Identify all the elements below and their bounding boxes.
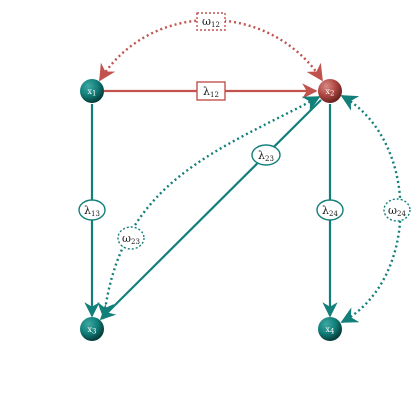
edge-x2-x3 [99, 99, 322, 321]
svg-text:x1: x1 [88, 87, 97, 98]
label-lambda12: λ12 [196, 81, 226, 101]
label-lambda13: λ13 [78, 199, 106, 221]
label-omega24: ω24 [383, 198, 411, 222]
node-x2: x2 [318, 79, 342, 103]
node-x1: x1 [80, 79, 104, 103]
node-x4: x4 [318, 317, 342, 341]
svg-text:λ24: λ24 [322, 204, 338, 218]
label-lambda23: λ23 [251, 144, 281, 166]
svg-text:λ12: λ12 [203, 85, 219, 99]
node-x3: x3 [80, 317, 104, 341]
svg-text:ω24: ω24 [388, 204, 406, 218]
svg-text:ω23: ω23 [122, 232, 140, 246]
svg-text:ω12: ω12 [202, 15, 220, 29]
svg-text:λ23: λ23 [258, 149, 274, 163]
svg-text:x4: x4 [326, 325, 336, 336]
label-omega12: ω12 [196, 12, 226, 31]
svg-text:x3: x3 [88, 325, 97, 336]
label-omega23: ω23 [117, 226, 145, 250]
label-lambda24: λ24 [316, 199, 344, 221]
svg-text:x2: x2 [326, 87, 335, 98]
arc-x2-x3 [97, 95, 321, 320]
svg-text:λ13: λ13 [84, 204, 100, 218]
